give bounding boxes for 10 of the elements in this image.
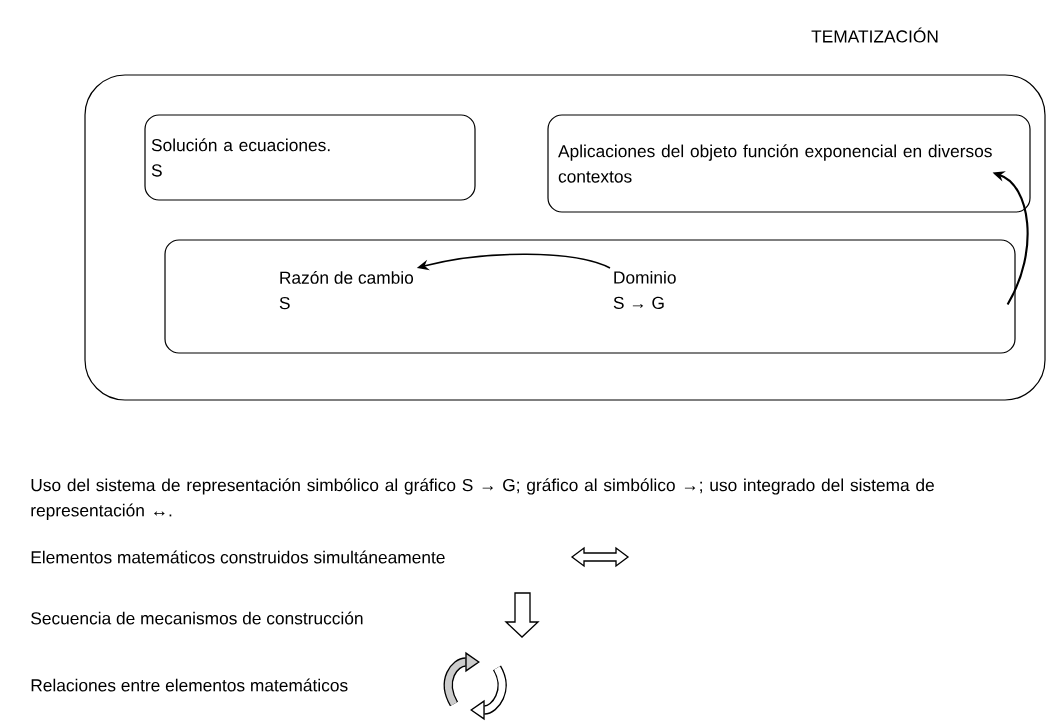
concept-box: Aplicaciones del objeto función exponencial en diversos contextos [547,114,1031,213]
legend-text: Relaciones entre elementos matemáticos [31,678,348,692]
legend-text: Elementos matemáticos construidos simultáneamente [31,550,445,564]
note-text: Uso del sistema de representación simbólico al gráfico S → G; gráfico al simbólico →; uso integrado del sistema de representación ↔. [31,478,934,520]
concept-text: Dominio S → G [613,270,676,309]
concept-box [164,239,1016,354]
concept-text: Razón de cambio S [279,270,414,310]
legend-text: Secuencia de mecanismos de construcción [31,611,363,625]
concept-box: Solución a ecuaciones. S [144,114,476,201]
heading: TEMATIZACIÓN [811,27,938,43]
